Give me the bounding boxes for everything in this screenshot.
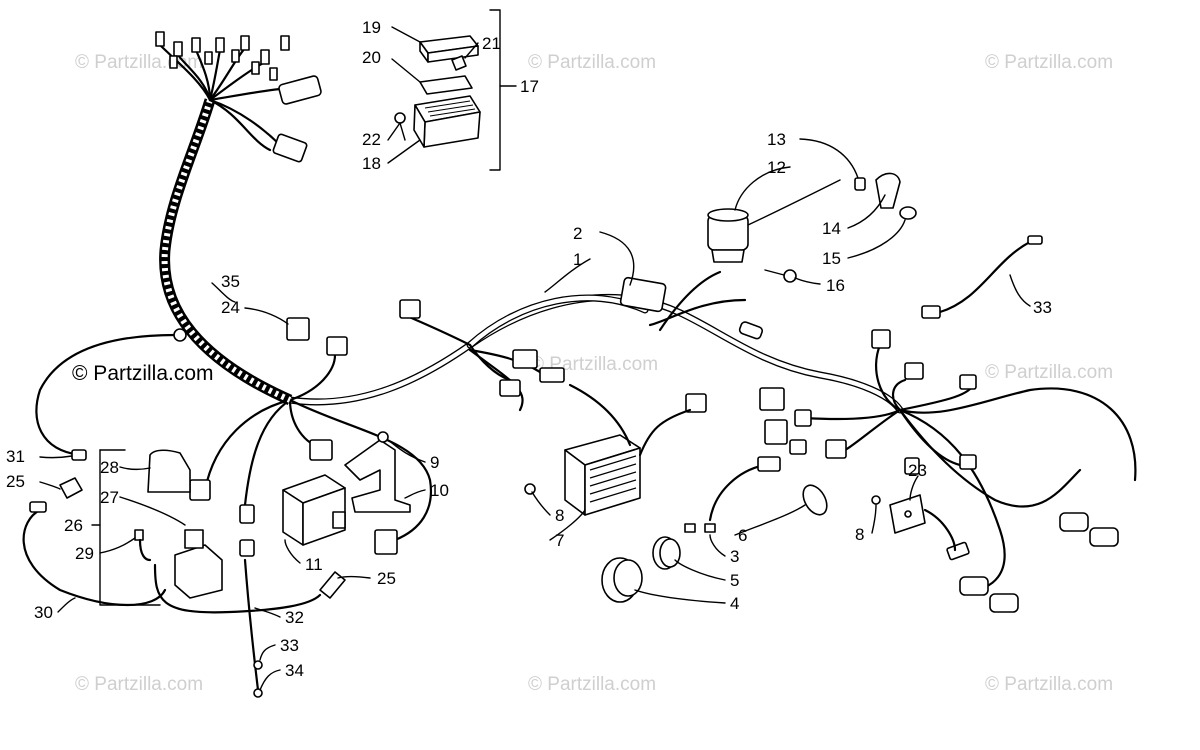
watermark-bottom-center: © Partzilla.com <box>528 674 656 695</box>
key-switch-parts <box>601 456 828 603</box>
callout-21: 21 <box>482 34 501 53</box>
callout-22: 22 <box>362 130 381 149</box>
connectors <box>189 276 1119 613</box>
callout-19: 19 <box>362 18 381 37</box>
watermark-top-center: © Partzilla.com <box>528 52 656 73</box>
callout-2: 2 <box>573 224 582 243</box>
callout-33-bottom: 33 <box>280 636 299 655</box>
callout-29: 29 <box>75 544 94 563</box>
callout-26: 26 <box>64 516 83 535</box>
relay-assembly <box>22 328 346 698</box>
callout-32: 32 <box>285 608 304 627</box>
callout-33-right: 33 <box>1033 298 1052 317</box>
voltage-regulator <box>524 383 692 516</box>
cdi-and-bracket <box>282 431 411 546</box>
callout-16: 16 <box>826 276 845 295</box>
callout-1: 1 <box>573 250 582 269</box>
callout-25-right: 25 <box>377 569 396 588</box>
callout-12: 12 <box>767 158 786 177</box>
callout-20: 20 <box>362 48 381 67</box>
callout-4: 4 <box>730 594 739 613</box>
callout-35: 35 <box>221 272 240 291</box>
wire-loom-35 <box>158 43 293 406</box>
callout-11: 11 <box>305 555 323 574</box>
callout-8-right: 8 <box>855 525 864 544</box>
callout-27: 27 <box>100 488 119 507</box>
watermark-overlay: © Partzilla.com <box>72 362 214 385</box>
callout-17: 17 <box>520 77 539 96</box>
callout-15: 15 <box>822 249 841 268</box>
callout-34: 34 <box>285 661 304 680</box>
main-harness <box>203 270 1137 592</box>
fuse-block-assembly <box>394 9 517 171</box>
callout-numbers: 19 20 21 17 22 18 13 12 14 15 16 2 1 33 … <box>6 18 1052 680</box>
callout-23: 23 <box>908 461 927 480</box>
callout-30: 30 <box>34 603 53 622</box>
callout-25-left: 25 <box>6 472 25 491</box>
ignition-coil <box>707 172 917 340</box>
callout-5: 5 <box>730 571 739 590</box>
watermark-middle-right: © Partzilla.com <box>985 362 1113 383</box>
watermark-layer: © Partzilla.com © Partzilla.com © Partzi… <box>72 52 1113 695</box>
watermark-bottom-right: © Partzilla.com <box>985 674 1113 695</box>
callout-24: 24 <box>221 298 240 317</box>
watermark-top-right: © Partzilla.com <box>985 52 1113 73</box>
leader-lines <box>39 26 1031 691</box>
callout-8-left: 8 <box>555 506 564 525</box>
callout-6: 6 <box>738 526 747 545</box>
callout-7: 7 <box>555 531 564 550</box>
callout-18: 18 <box>362 154 381 173</box>
watermark-bottom-left: © Partzilla.com <box>75 674 203 695</box>
callout-3: 3 <box>730 547 739 566</box>
loom-terminals <box>155 31 322 163</box>
callout-31: 31 <box>6 447 25 466</box>
sensor-cable-right <box>921 235 1043 319</box>
callout-13: 13 <box>767 130 786 149</box>
callout-9: 9 <box>430 453 439 472</box>
ground-plate-23 <box>871 494 957 552</box>
callout-10: 10 <box>430 481 449 500</box>
callout-28: 28 <box>100 458 119 477</box>
callout-14: 14 <box>822 219 841 238</box>
